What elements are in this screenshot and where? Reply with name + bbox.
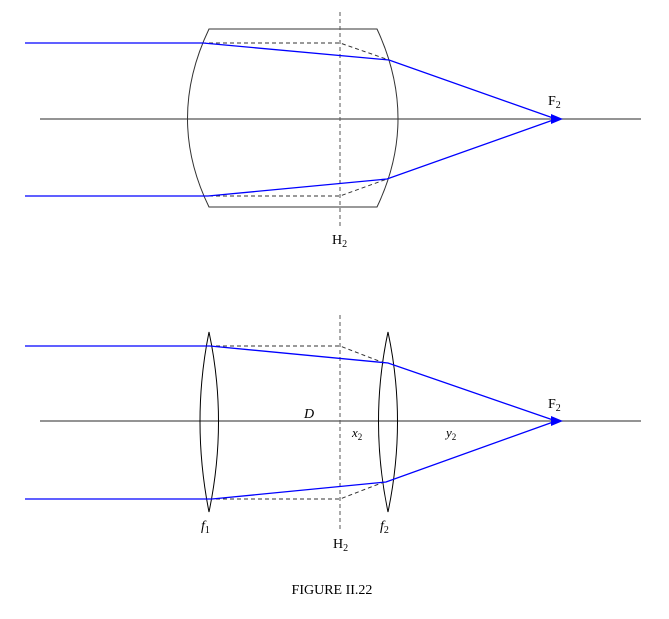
label-h2-bottom: H2 (333, 537, 348, 554)
thick-lens (187, 28, 399, 208)
ray-top (25, 345, 557, 422)
extended-ray-top (160, 345, 385, 364)
bottom-diagram: D x2 y2 F2 f1 f2 H2 (25, 315, 641, 554)
extended-ray-top (160, 42, 390, 61)
thin-lens-f1 (199, 331, 219, 513)
label-d: D (303, 407, 314, 422)
extended-ray-bottom (160, 178, 388, 197)
label-f1-lens: f1 (201, 519, 210, 536)
focal-arrow-icon (551, 114, 563, 124)
label-f2-lens: f2 (380, 519, 389, 536)
focal-arrow-icon (551, 416, 563, 426)
label-y2: y2 (444, 425, 456, 442)
ray-top (25, 42, 557, 120)
ray-bottom (25, 118, 557, 197)
top-diagram: H2 F2 (25, 12, 641, 250)
label-h2-top: H2 (332, 233, 347, 250)
thin-lens-f2 (378, 331, 398, 513)
label-f2-focal: F2 (548, 397, 561, 414)
ray-bottom (25, 420, 557, 500)
label-x2: x2 (351, 425, 362, 442)
label-f2-top: F2 (548, 94, 561, 111)
figure-caption: FIGURE II.22 (292, 583, 373, 598)
extended-ray-bottom (160, 481, 385, 500)
